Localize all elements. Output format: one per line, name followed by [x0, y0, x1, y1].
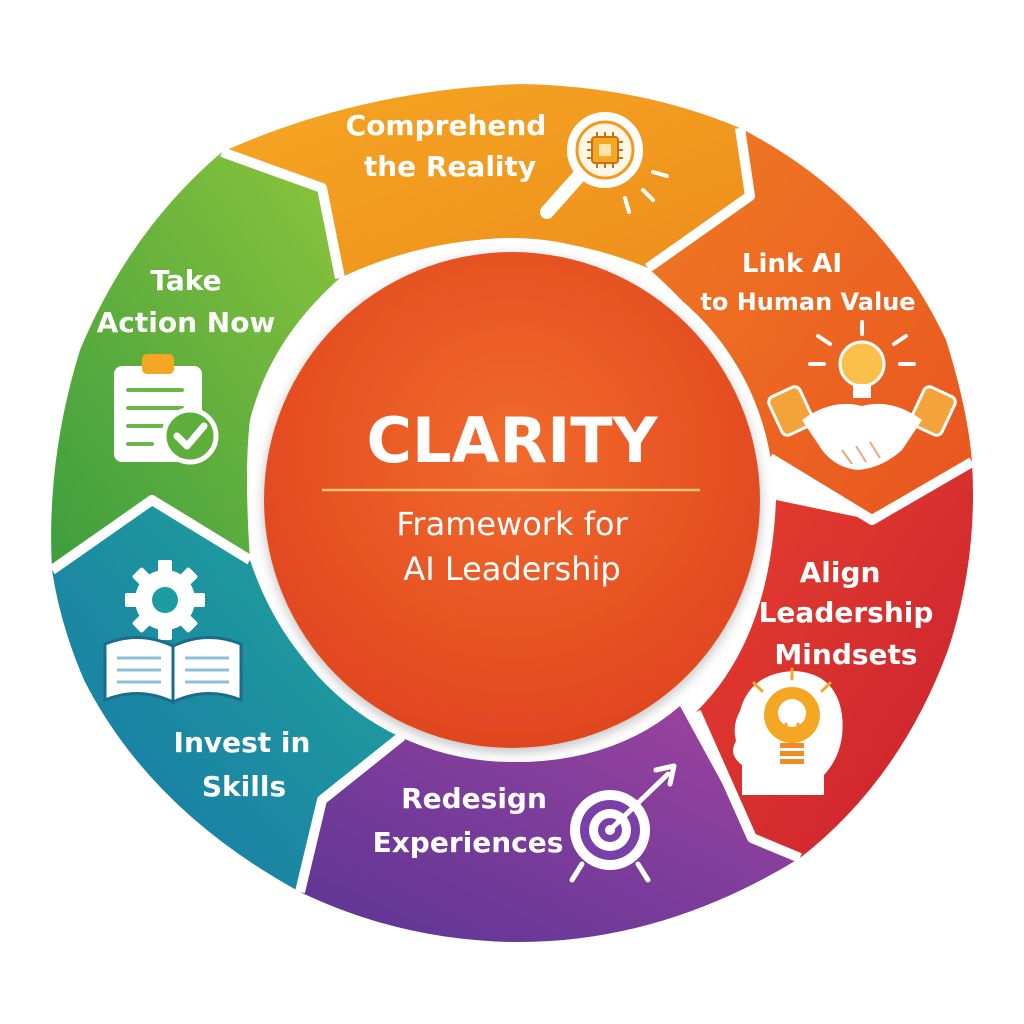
- label-comprehend-line2: the Reality: [364, 150, 536, 183]
- label-link-line1: Link AI: [742, 249, 842, 279]
- center-subtitle-line1: Framework for: [396, 505, 628, 543]
- segment-dividers: [49, 127, 975, 894]
- gear-book-icon: [103, 560, 243, 705]
- label-link-line2: to Human Value: [700, 288, 915, 316]
- handshake-lightbulb-icon: [767, 320, 957, 470]
- label-align-line2: Leadership: [759, 596, 934, 629]
- label-redesign-line2: Experiences: [373, 826, 564, 859]
- center-subtitle-line2: AI Leadership: [403, 550, 620, 588]
- label-take-line2: Action Now: [97, 306, 276, 339]
- label-invest-line2: Skills: [202, 770, 286, 803]
- label-align-line3: Mindsets: [774, 638, 917, 671]
- checklist-icon: [114, 354, 219, 465]
- segment-take: [51, 152, 340, 570]
- center-circle: [264, 252, 760, 748]
- label-align-line1: Align: [800, 556, 881, 589]
- magnifier-chip-icon: [540, 112, 669, 219]
- target-arrow-icon: [569, 763, 677, 883]
- label-comprehend-line1: Comprehend: [346, 109, 547, 142]
- center-title: CLARITY: [367, 404, 659, 477]
- label-take-line1: Take: [150, 264, 221, 297]
- label-redesign-line1: Redesign: [401, 782, 547, 815]
- head-lightbulb-icon: [733, 667, 843, 795]
- label-invest-line1: Invest in: [174, 726, 311, 759]
